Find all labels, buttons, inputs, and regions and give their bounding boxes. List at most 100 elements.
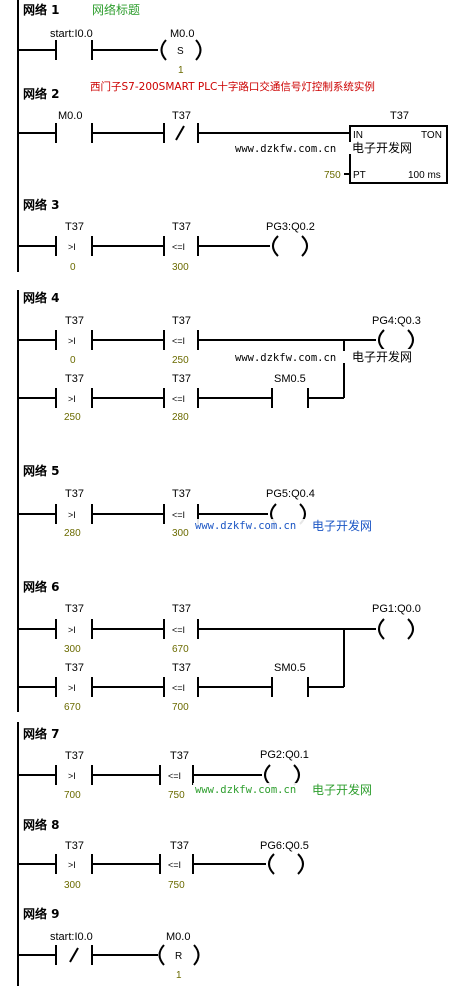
compare-value: 300 [64, 880, 81, 891]
watermark-url: www.dzkfw.com.cn [195, 784, 296, 796]
timer-in: IN [353, 130, 363, 141]
compare-op: >I [68, 683, 76, 693]
compare-label: T37 [172, 221, 191, 233]
watermark-url: www.dzkfw.com.cn [235, 143, 336, 155]
compare-value: 250 [64, 412, 81, 423]
compare-value: 300 [64, 644, 81, 655]
network-3: T37 >I 0 T37 <=I 300 PG3:Q0.2 [18, 221, 315, 273]
compare-label: T37 [172, 488, 191, 500]
coil-set [160, 39, 202, 61]
compare-value: 670 [64, 702, 81, 713]
watermark-name: 电子开发网 [352, 349, 412, 364]
coil [264, 764, 300, 786]
coil-label: M0.0 [170, 28, 194, 40]
network-2: M0.0 T37 T37 IN TON PT 100 ms 750 www.dz… [18, 110, 448, 184]
network-9: start:I0.0 M0.0 R 1 [18, 931, 200, 981]
network-1: start:I0.0 M0.0 S 1 [18, 28, 202, 76]
coil-type: R [175, 951, 182, 962]
compare-label: T37 [172, 662, 191, 674]
watermark-name: 电子开发网 [352, 140, 412, 155]
compare-label: T37 [170, 750, 189, 762]
compare-value: 280 [172, 412, 189, 423]
coil-label: PG2:Q0.1 [260, 749, 309, 761]
compare-label: T37 [65, 488, 84, 500]
compare-label: T37 [65, 221, 84, 233]
timer-name: T37 [390, 110, 409, 122]
compare-label: T37 [65, 750, 84, 762]
compare-label: T37 [65, 315, 84, 327]
coil-label: PG3:Q0.2 [266, 221, 315, 233]
compare-value: 670 [172, 644, 189, 655]
compare-label: T37 [172, 373, 191, 385]
watermark-name: 电子开发网 [312, 518, 372, 533]
coil-label: PG1:Q0.0 [372, 603, 421, 615]
compare-label: T37 [65, 840, 84, 852]
network-label: 网络 5 [23, 463, 60, 478]
contact-label: SM0.5 [274, 373, 306, 385]
network-6: T37 >I 300 T37 <=I 670 PG1:Q0.0 T37 >I 6… [18, 603, 421, 713]
compare-op: <=I [172, 242, 185, 252]
compare-value: 0 [70, 262, 76, 273]
compare-value: 700 [172, 702, 189, 713]
contact-label: SM0.5 [274, 662, 306, 674]
timer-pt-value: 750 [324, 170, 341, 181]
compare-value: 0 [70, 355, 76, 366]
network-label: 网络 8 [23, 817, 60, 832]
coil-label: PG6:Q0.5 [260, 840, 309, 852]
coil [378, 618, 414, 640]
network-5: T37 >I 280 T37 <=I 300 PG5:Q0.4 www.dzkf… [18, 488, 372, 539]
compare-label: T37 [172, 315, 191, 327]
network-label: 网络 7 [23, 726, 60, 741]
compare-op: <=I [172, 510, 185, 520]
compare-op: >I [68, 336, 76, 346]
network-label: 网络 9 [23, 906, 60, 921]
compare-op: >I [68, 625, 76, 635]
coil [378, 329, 414, 351]
compare-op: <=I [168, 860, 181, 870]
timer-type: TON [421, 130, 442, 141]
compare-label: T37 [65, 373, 84, 385]
watermark-title: 西门子S7-200SMART PLC十字路口交通信号灯控制系统实例 [90, 80, 375, 93]
coil-param: 1 [176, 970, 182, 981]
coil [272, 235, 308, 257]
timer-base: 100 ms [408, 170, 441, 181]
compare-label: T37 [170, 840, 189, 852]
compare-op: >I [68, 771, 76, 781]
compare-op: <=I [172, 394, 185, 404]
watermark-name: 电子开发网 [312, 782, 372, 797]
compare-value: 280 [64, 528, 81, 539]
compare-value: 700 [64, 790, 81, 801]
compare-op: >I [68, 860, 76, 870]
network-8: T37 >I 300 T37 <=I 750 PG6:Q0.5 [18, 840, 309, 891]
network-label: 网络 3 [23, 197, 60, 212]
timer-box [349, 125, 448, 184]
compare-value: 300 [172, 262, 189, 273]
coil-label: M0.0 [166, 931, 190, 943]
compare-label: T37 [65, 662, 84, 674]
coil [268, 853, 304, 875]
compare-op: <=I [172, 336, 185, 346]
compare-label: T37 [65, 603, 84, 615]
network-label: 网络 6 [23, 579, 60, 594]
compare-op: >I [68, 242, 76, 252]
compare-op: <=I [172, 683, 185, 693]
coil-reset [158, 944, 200, 966]
compare-op: <=I [168, 771, 181, 781]
compare-value: 750 [168, 790, 185, 801]
contact-label: T37 [172, 110, 191, 122]
coil-label: PG5:Q0.4 [266, 488, 315, 500]
coil-type: S [177, 46, 184, 57]
network-7: T37 >I 700 T37 <=I 750 PG2:Q0.1 www.dzkf… [18, 749, 372, 801]
watermark-url: www.dzkfw.com.cn [195, 520, 296, 532]
network-4: T37 >I 0 T37 <=I 250 PG4:Q0.3 T37 >I 250… [18, 315, 429, 423]
compare-label: T37 [172, 603, 191, 615]
compare-op: >I [68, 394, 76, 404]
watermark-url: www.dzkfw.com.cn [235, 352, 336, 364]
compare-op: >I [68, 510, 76, 520]
contact-label: start:I0.0 [50, 931, 93, 943]
network-label: 网络 4 [23, 290, 60, 305]
contact-label: M0.0 [58, 110, 82, 122]
compare-op: <=I [172, 625, 185, 635]
compare-value: 250 [172, 355, 189, 366]
